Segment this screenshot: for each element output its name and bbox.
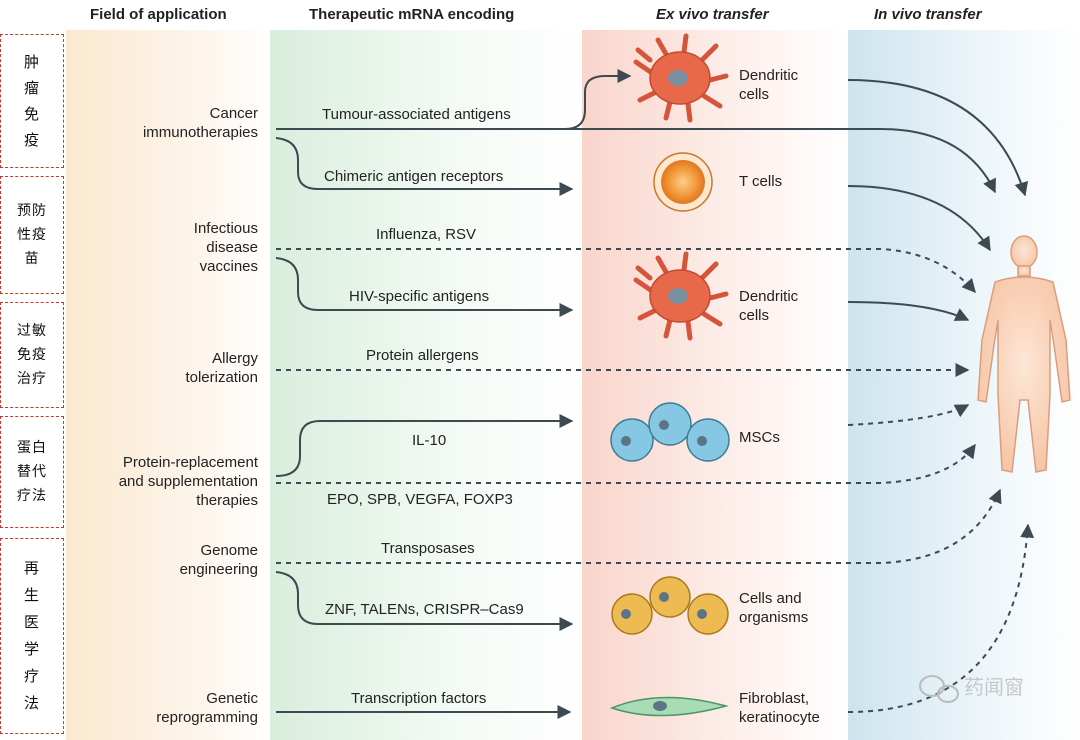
field-protein-line1: Protein-replacement xyxy=(122,454,258,471)
header-field: Field of application xyxy=(90,6,227,23)
encoding-column xyxy=(270,30,582,740)
category-allergy-immunotherapy-label: 过敏免疫治疗 xyxy=(17,323,47,387)
msc-cells-icon xyxy=(610,402,730,462)
fibroblast-icon xyxy=(609,696,729,717)
cell-label-dendritic-2-line1: Dendritic xyxy=(739,288,799,305)
cell-label-dendritic-2: Dendritic cells xyxy=(739,287,798,325)
arrow-hiv xyxy=(275,257,574,317)
watermark-text: 药闻窗 xyxy=(964,675,1024,699)
encoding-tumour-antigens: Tumour-associated antigens xyxy=(322,106,511,123)
category-regenerative-medicine: 再生医学疗法 xyxy=(0,538,64,734)
field-protein-line2: and supplementation xyxy=(118,473,258,490)
field-column xyxy=(66,30,270,740)
organism-cells-icon xyxy=(611,576,729,635)
dendritic-cell-2-icon xyxy=(633,251,729,341)
cell-label-dendritic-1-line1: Dendritic xyxy=(739,67,799,84)
arrow-transposases xyxy=(276,488,1002,564)
cell-label-dendritic-1-line2: cells xyxy=(739,86,770,103)
category-tumor-immunity: 肿瘤免疫 xyxy=(0,34,64,168)
cell-label-tcells: T cells xyxy=(739,173,783,190)
field-genetic-line2: reprogramming xyxy=(156,709,258,726)
encoding-allergens: Protein allergens xyxy=(366,347,479,364)
field-genetic: Genetic reprogramming xyxy=(156,689,258,727)
field-cancer-line1: Cancer xyxy=(209,105,258,122)
field-allergy-line1: Allergy xyxy=(212,350,258,367)
arrow-mscs-body xyxy=(847,404,970,426)
field-infectious-line3: vaccines xyxy=(199,258,258,275)
arrow-znf xyxy=(275,571,574,631)
field-protein: Protein-replacement and supplementation … xyxy=(119,453,258,510)
encoding-influenza: Influenza, RSV xyxy=(376,226,477,243)
field-protein-line3: therapies xyxy=(196,492,258,509)
category-protein-replacement: 蛋白替代疗法 xyxy=(0,416,64,528)
wechat-icon xyxy=(919,675,959,703)
cell-label-mscs: MSCs xyxy=(739,429,780,446)
arrow-fibroblast-body xyxy=(847,523,1035,713)
cell-label-cells-organisms-line2: organisms xyxy=(739,609,809,626)
cell-label-fibroblast-line1: Fibroblast, xyxy=(739,690,810,707)
cell-label-dendritic-1: Dendritic cells xyxy=(739,66,798,104)
arrow-tcells-body xyxy=(847,185,991,252)
header-encoding: Therapeutic mRNA encoding xyxy=(309,6,515,23)
arrow-tumour-antigens xyxy=(276,69,632,130)
encoding-hiv: HIV-specific antigens xyxy=(349,288,490,305)
field-genetic-line1: Genetic xyxy=(206,690,258,707)
cell-label-dendritic-2-line2: cells xyxy=(739,307,770,324)
field-allergy-line2: tolerization xyxy=(185,369,258,386)
field-genome-line1: Genome xyxy=(200,542,258,559)
header-in-vivo: In vivo transfer xyxy=(874,6,982,23)
cell-label-fibroblast-line2: keratinocyte xyxy=(739,709,820,726)
encoding-tf: Transcription factors xyxy=(351,690,487,707)
t-cell-icon xyxy=(653,152,713,212)
arrow-influenza xyxy=(276,248,976,294)
field-infectious-line1: Infectious xyxy=(193,220,258,237)
arrow-cancer-in-vivo xyxy=(565,128,996,194)
category-preventive-vaccines-label: 预防性疫苗 xyxy=(17,203,47,267)
category-protein-replacement-label: 蛋白替代疗法 xyxy=(17,440,47,504)
human-body-icon xyxy=(977,235,1071,473)
arrow-il10 xyxy=(275,414,574,477)
cell-label-cells-organisms: Cells and organisms xyxy=(739,589,808,627)
field-cancer-line2: immunotherapies xyxy=(142,124,258,141)
field-infectious-line2: disease xyxy=(206,239,258,256)
category-preventive-vaccines: 预防性疫苗 xyxy=(0,176,64,294)
encoding-car: Chimeric antigen receptors xyxy=(324,168,504,185)
arrow-car xyxy=(275,137,574,196)
field-genome: Genome engineering xyxy=(180,541,258,579)
header-ex-vivo: Ex vivo transfer xyxy=(656,6,769,23)
field-cancer: Cancer immunotherapies xyxy=(143,104,258,142)
field-genome-line2: engineering xyxy=(179,561,258,578)
field-allergy: Allergy tolerization xyxy=(185,349,258,387)
cell-label-fibroblast: Fibroblast, keratinocyte xyxy=(739,689,820,727)
field-infectious: Infectious disease vaccines xyxy=(194,219,258,276)
dendritic-cell-1-icon xyxy=(633,33,729,123)
category-regenerative-medicine-label: 再生医学疗法 xyxy=(24,559,41,712)
cell-label-cells-organisms-line1: Cells and xyxy=(739,590,802,607)
arrow-dendritic-2-body xyxy=(847,301,970,321)
encoding-epo: EPO, SPB, VEGFA, FOXP3 xyxy=(327,491,513,508)
encoding-il10: IL-10 xyxy=(412,432,447,449)
encoding-transposases: Transposases xyxy=(381,540,475,557)
category-tumor-immunity-label: 肿瘤免疫 xyxy=(24,53,41,149)
category-allergy-immunotherapy: 过敏免疫治疗 xyxy=(0,302,64,408)
encoding-znf: ZNF, TALENs, CRISPR–Cas9 xyxy=(325,601,524,618)
arrow-dendritic-1-body xyxy=(847,79,1029,197)
